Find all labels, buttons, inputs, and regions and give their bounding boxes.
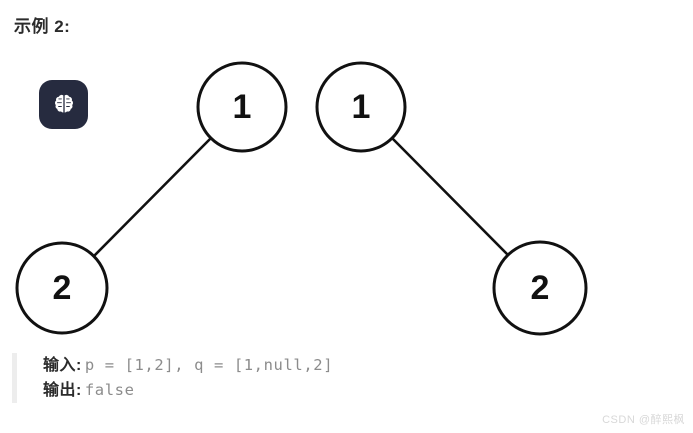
brain-badge (39, 80, 88, 129)
input-line: 输入:p = [1,2], q = [1,null,2] (43, 353, 672, 378)
output-label: 输出: (43, 382, 82, 399)
page-title: 示例 2: (14, 17, 71, 36)
tree-edge (390, 136, 510, 257)
tree-node-q-root: 1 (315, 61, 407, 153)
tree-node-layer: 1 2 1 2 (15, 61, 588, 336)
node-label: 2 (531, 269, 550, 307)
node-circle (315, 61, 407, 153)
node-label: 1 (352, 88, 371, 126)
tree-edge (91, 136, 213, 259)
tree-node-p-left: 2 (15, 241, 109, 335)
node-label: 2 (53, 269, 72, 307)
node-circle (15, 241, 109, 335)
output-value: false (84, 381, 135, 399)
brain-icon (51, 92, 77, 118)
output-line: 输出:false (43, 378, 672, 403)
binary-tree-diagram: 1 2 1 2 (15, 61, 588, 336)
node-label: 1 (233, 88, 252, 126)
tree-edge-layer (91, 136, 510, 259)
node-circle (492, 240, 588, 336)
io-blockquote: 输入:p = [1,2], q = [1,null,2] 输出:false (12, 353, 672, 403)
csdn-watermark: CSDN @醉熙枫 (602, 414, 685, 426)
tree-node-q-right: 2 (492, 240, 588, 336)
input-value: p = [1,2], q = [1,null,2] (84, 356, 334, 374)
input-label: 输入: (43, 357, 82, 374)
tree-node-p-root: 1 (196, 61, 288, 153)
node-circle (196, 61, 288, 153)
